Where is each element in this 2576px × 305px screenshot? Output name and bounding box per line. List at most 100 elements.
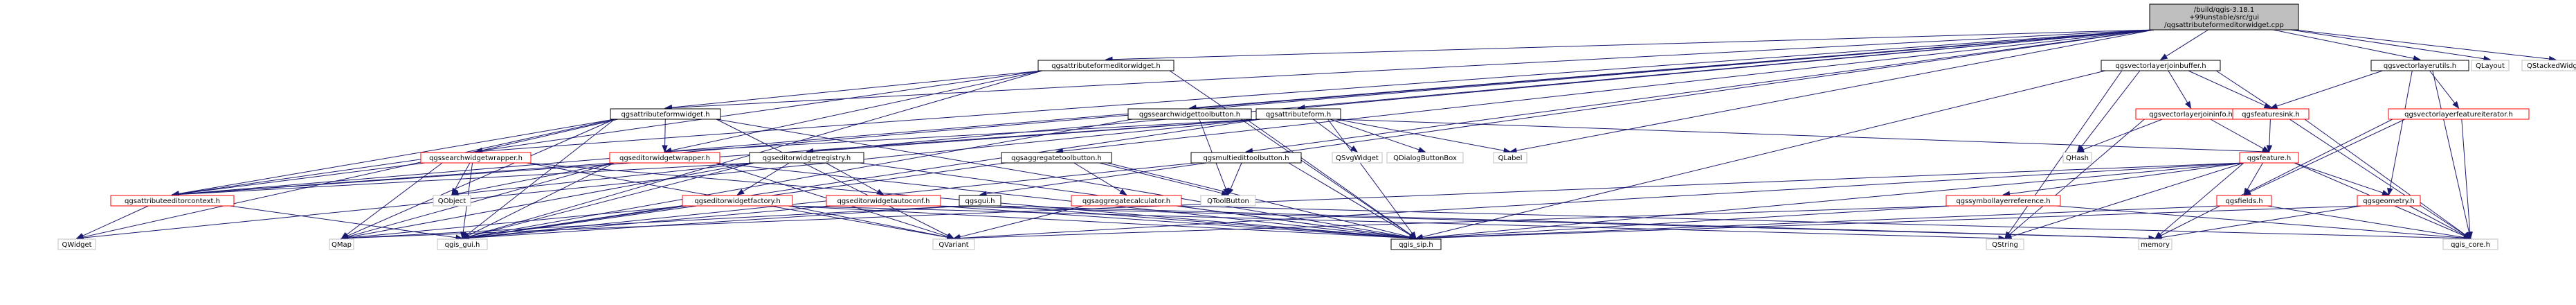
node-af[interactable]: qgsattributeform.h	[1255, 108, 1341, 120]
node-label-qstacked: QStackedWidget	[2527, 62, 2576, 70]
edge-af-to-eww	[671, 119, 1261, 152]
node-label-aec: qgsattributeeditorcontext.h	[125, 198, 220, 205]
node-root[interactable]: /build/qgis-3.18.1+99unstable/src/gui/qg…	[2149, 3, 2299, 31]
node-aggc[interactable]: qgsaggregatecalculator.h	[1071, 195, 1182, 207]
edge-vljb-to-sip	[1422, 70, 2106, 238]
node-agtb[interactable]: qgsaggregatetoolbutton.h	[1001, 152, 1112, 164]
node-box-qmap	[329, 238, 354, 250]
node-box-fields	[2216, 195, 2272, 207]
edge-af-to-feat	[1336, 119, 2263, 152]
edge-feat-to-qstring	[2011, 162, 2244, 237]
node-label-qvariant: QVariant	[938, 241, 968, 249]
edge-vlji-to-feat	[2210, 119, 2264, 150]
node-ggui[interactable]: qgsgui.h	[959, 195, 1001, 207]
edge-fields-to-core	[2267, 205, 2465, 238]
node-qvariant: QVariant	[932, 238, 975, 250]
node-afew[interactable]: qgsattributeformeditorwidget.h	[1037, 60, 1174, 71]
node-label-afew: qgsattributeformeditorwidget.h	[1051, 62, 1161, 70]
node-label-qhash: QHash	[2066, 155, 2089, 162]
node-label-qstring: QString	[1992, 241, 2018, 249]
node-box-eww	[609, 152, 720, 164]
node-box-qvariant	[932, 238, 975, 250]
node-box-root	[2149, 3, 2299, 31]
node-fields[interactable]: qgsfields.h	[2216, 195, 2272, 207]
edge-slref-to-qvariant	[959, 205, 1951, 239]
node-qobject: QObject	[433, 195, 471, 207]
edge-afw-to-sip	[716, 119, 1411, 238]
edge-swtb-to-sip	[1246, 119, 1411, 236]
node-label-qtoolbtn: QToolButton	[1207, 198, 1249, 205]
node-sip[interactable]: qgis_sip.h	[1390, 238, 1442, 250]
node-label-qwidget: QWidget	[62, 241, 91, 249]
node-sww[interactable]: qgssearchwidgetwrapper.h	[420, 152, 532, 164]
node-box-feat	[2239, 152, 2299, 164]
node-label-swtb: qgssearchwidgettoolbutton.h	[1139, 111, 1240, 119]
node-qlabel: QLabel	[1493, 152, 1527, 164]
node-box-afew	[1037, 60, 1174, 71]
node-metb[interactable]: qgsmultiedittoolbutton.h	[1190, 152, 1302, 164]
node-fsink[interactable]: qgsfeaturesink.h	[2232, 108, 2310, 120]
edge-eww-to-guih	[467, 162, 615, 236]
node-label-feat: qgsfeature.h	[2247, 155, 2292, 162]
node-vlu[interactable]: qgsvectorlayerutils.h	[2370, 60, 2469, 71]
node-label-guih: qgis_gui.h	[445, 241, 480, 249]
node-box-vlfi	[2388, 108, 2530, 120]
node-box-ewf	[682, 195, 793, 207]
edge-arrowhead-ewr-to-ewf	[736, 189, 745, 195]
edge-root-to-qlayout	[2290, 29, 2485, 60]
node-qsvg: QSvgWidget	[1332, 152, 1383, 164]
node-vljb[interactable]: qgsvectorlayerjoinbuffer.h	[2101, 60, 2221, 71]
node-slref[interactable]: qgssymbollayerreference.h	[1945, 195, 2061, 207]
edge-arrowhead-aec-to-qwidget	[75, 233, 84, 239]
edge-arrowhead-vlu-to-fsink	[2269, 103, 2278, 110]
node-label-root: /qgsattributeformeditorwidget.cpp	[2164, 21, 2284, 29]
edge-aggc-to-qvariant	[959, 205, 1084, 238]
edge-afew-to-afw	[671, 70, 1043, 108]
node-vlfi[interactable]: qgsvectorlayerfeatureiterator.h	[2388, 108, 2530, 120]
node-ewr[interactable]: qgseditorwidgetregistry.h	[749, 152, 864, 164]
node-label-afw: qgsattributeformwidget.h	[621, 111, 709, 119]
node-label-ewr: qgseditorwidgetregistry.h	[763, 155, 851, 162]
edge-arrowhead-feat-to-qstring	[2004, 234, 2013, 240]
edge-eww-to-sip	[715, 162, 1411, 238]
edge-af-to-qwidget	[82, 119, 1261, 238]
edge-arrowhead-agtb-to-aggc	[1119, 189, 1127, 195]
edge-root-to-ggui	[986, 29, 2155, 195]
node-afw[interactable]: qgsattributeformwidget.h	[610, 108, 721, 120]
node-label-eww: qgseditorwidgetwrapper.h	[619, 155, 710, 162]
node-label-vlu: qgsvectorlayerutils.h	[2384, 62, 2456, 70]
edge-arrowhead-geom-to-core	[2463, 232, 2471, 239]
node-label-memory: memory	[2141, 241, 2170, 249]
edge-metb-to-sip	[1288, 162, 1411, 236]
edge-fsink-to-core	[2304, 119, 2466, 236]
node-aec[interactable]: qgsattributeeditorcontext.h	[110, 195, 235, 207]
edge-root-to-qstacked	[2294, 29, 2550, 60]
node-box-ggui	[959, 195, 1001, 207]
edge-geom-to-core	[2409, 205, 2465, 236]
node-eww[interactable]: qgseditorwidgetwrapper.h	[609, 152, 720, 164]
node-swtb[interactable]: qgssearchwidgettoolbutton.h	[1127, 108, 1252, 120]
node-box-ewac	[826, 195, 941, 207]
node-geom[interactable]: qgsgeometry.h	[2357, 195, 2421, 207]
edge-arrowhead-vlfi-to-core	[2467, 232, 2473, 240]
node-qstacked: QStackedWidget	[2521, 60, 2576, 71]
edge-arrowhead-vlji-to-feat	[2262, 146, 2270, 152]
node-feat[interactable]: qgsfeature.h	[2239, 152, 2299, 164]
node-label-qsvg: QSvgWidget	[1336, 155, 1379, 162]
node-label-vljb: qgsvectorlayerjoinbuffer.h	[2115, 62, 2206, 70]
edge-ewr-to-qobject	[457, 162, 754, 195]
node-label-geom: qgsgeometry.h	[2363, 198, 2414, 205]
edge-arrowhead-feat-to-geom	[2382, 189, 2390, 195]
node-label-ggui: qgsgui.h	[965, 198, 995, 205]
node-box-qlabel	[1493, 152, 1527, 164]
edge-af-to-qdbb	[1330, 119, 1419, 150]
edge-geom-to-memory	[2161, 205, 2362, 238]
node-box-qlayout	[2471, 60, 2510, 71]
node-ewac[interactable]: qgseditorwidgetautoconf.h	[826, 195, 941, 207]
edge-arrowhead-vljb-to-vlji	[2185, 101, 2192, 110]
edge-ggui-to-qmap	[347, 205, 964, 238]
node-vlji[interactable]: qgsvectorlayerjoininfo.h	[2135, 108, 2247, 120]
edge-afew-to-aec	[178, 70, 1043, 195]
node-ewf[interactable]: qgseditorwidgetfactory.h	[682, 195, 793, 207]
